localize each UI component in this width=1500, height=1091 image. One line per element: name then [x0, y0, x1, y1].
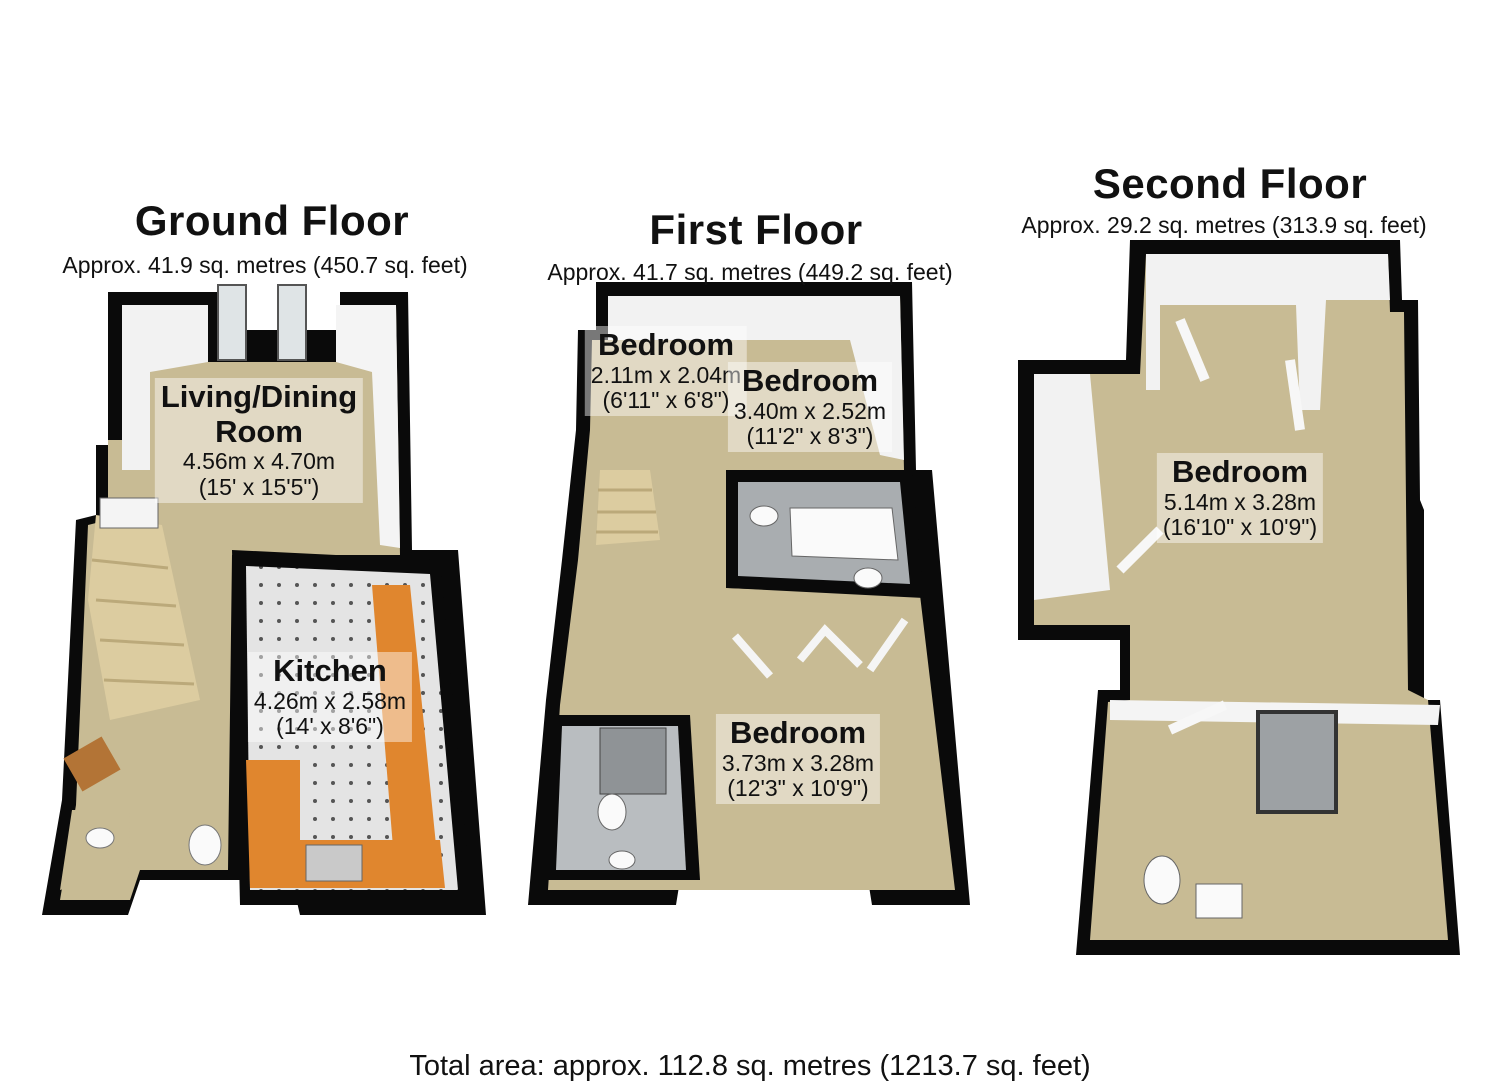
room-name: Bedroom: [729, 715, 867, 750]
room-label-living-dining: Living/Dining Room 4.56m x 4.70m (15' x …: [154, 378, 364, 503]
wardrobe-doors: [731, 617, 909, 679]
room-size-metric: 4.26m x 2.58m: [253, 687, 407, 714]
second-floor-shower: [1256, 710, 1338, 814]
second-floor-plan: [1018, 240, 1460, 955]
room-size-imperial: (16'10" x 10'9"): [1162, 514, 1318, 541]
room-name: Bedroom: [741, 363, 879, 398]
room-size-imperial: (6'11" x 6'8"): [602, 387, 730, 414]
patio-door-right: [277, 284, 307, 361]
room-name: Room: [215, 413, 303, 449]
ground-floor-area: Approx. 41.9 sq. metres (450.7 sq. feet): [62, 252, 468, 278]
shower-tray: [599, 727, 667, 795]
second-floor-toilet: [1143, 855, 1181, 905]
front-door: [63, 736, 121, 792]
room-size-metric: 4.56m x 4.70m: [182, 448, 336, 475]
ground-floor-toilet: [188, 824, 222, 866]
room-size-imperial: (14' x 8'6"): [276, 713, 384, 740]
room-size-imperial: (15' x 15'5"): [198, 474, 320, 501]
second-floor-carpet: [1034, 254, 1448, 940]
room-label-bedroom-small: Bedroom 2.11m x 2.04m (6'11" x 6'8"): [584, 326, 748, 417]
room-label-bedroom-front: Bedroom 3.40m x 2.52m (11'2" x 8'3"): [727, 362, 893, 453]
kitchen-worktop-right: [372, 585, 440, 885]
room-name: Bedroom: [1171, 454, 1309, 489]
room-size-metric: 3.40m x 2.52m: [733, 397, 887, 424]
ground-floor-plan: [42, 284, 486, 915]
shower-room-toilet: [597, 793, 627, 831]
second-floor-area: Approx. 29.2 sq. metres (313.9 sq. feet): [1021, 212, 1427, 238]
ground-floor-wall-face: [122, 305, 208, 470]
room-size-imperial: (11'2" x 8'3"): [746, 423, 874, 450]
room-label-bedroom-second-floor: Bedroom 5.14m x 3.28m (16'10" x 10'9"): [1156, 453, 1324, 544]
bathroom-basin: [749, 505, 779, 527]
patio-door-left: [217, 284, 247, 361]
room-size-imperial: (12'3" x 10'9"): [727, 775, 869, 802]
first-floor-title: First Floor: [649, 206, 863, 253]
room-size-metric: 3.73m x 3.28m: [721, 749, 875, 776]
first-floor-area: Approx. 41.7 sq. metres (449.2 sq. feet): [547, 259, 953, 285]
cloakroom-basin: [85, 827, 115, 849]
cloakroom-floor: [60, 810, 130, 890]
first-floor-stairs: [596, 470, 660, 545]
first-floor-wall-face: [608, 296, 904, 460]
room-name: Bedroom: [597, 327, 735, 362]
room-name: Living/Dining: [160, 379, 358, 414]
room-label-kitchen: Kitchen 4.26m x 2.58m (14' x 8'6"): [247, 652, 413, 743]
second-floor-doors: [1116, 318, 1305, 735]
bath-tub: [789, 507, 899, 561]
total-area: Total area: approx. 112.8 sq. metres (12…: [409, 1050, 1091, 1082]
shower-room-basin: [608, 850, 636, 870]
room-size-metric: 5.14m x 3.28m: [1163, 488, 1317, 515]
ground-floor-title: Ground Floor: [134, 197, 410, 244]
room-label-bedroom-rear: Bedroom 3.73m x 3.28m (12'3" x 10'9"): [715, 714, 881, 805]
room-size-metric: 2.11m x 2.04m: [590, 361, 742, 388]
kitchen-sink: [305, 844, 363, 882]
ground-floor-stairs: [88, 497, 200, 720]
second-floor-wardrobes: [1146, 254, 1390, 410]
bathroom-toilet: [853, 567, 883, 589]
kitchen-worktop-bottom: [246, 760, 445, 888]
side-closet: [1034, 374, 1110, 600]
second-floor-title: Second Floor: [1092, 160, 1368, 207]
first-floor-plan: [528, 282, 970, 905]
ground-floor-wall-face-right: [336, 305, 400, 548]
second-floor-basin: [1195, 883, 1243, 919]
room-name: Kitchen: [273, 653, 387, 688]
